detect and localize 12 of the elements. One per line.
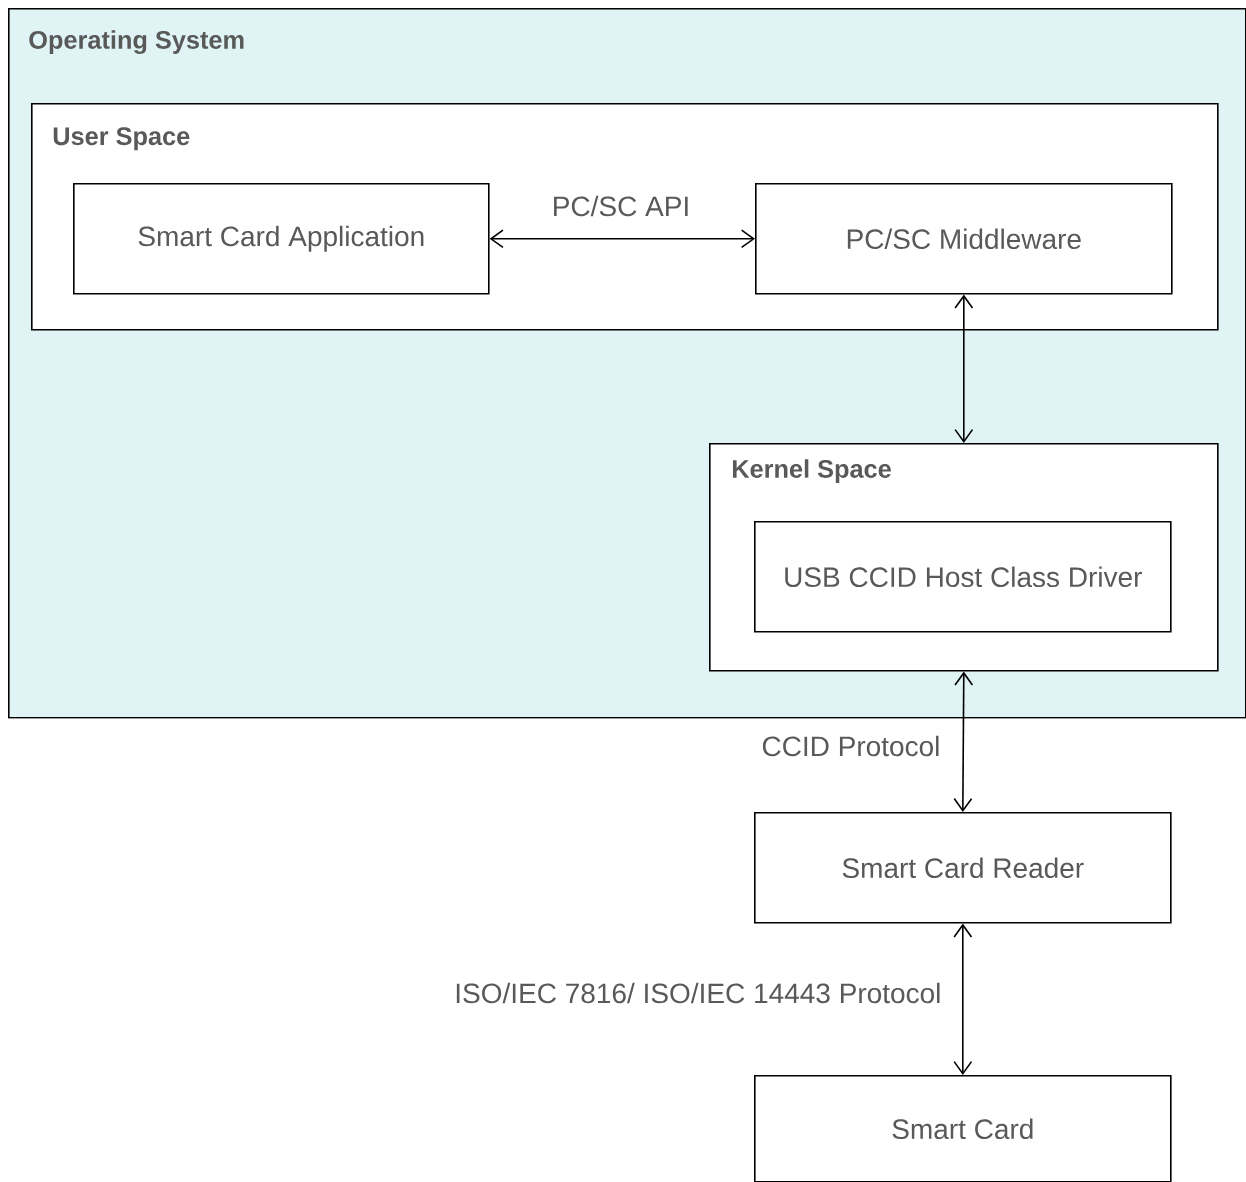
process-box: Smart Card — [754, 1075, 1172, 1182]
arrow — [489, 229, 755, 249]
edge-label: PC/SC API — [550, 194, 692, 218]
process-box: PC/SC Middleware — [755, 183, 1173, 295]
process-box: USB CCID Host Class Driver — [754, 521, 1172, 633]
arrow — [953, 923, 973, 1075]
edge-label: ISO/IEC 7816/ ISO/IEC 14443 Protocol — [452, 981, 943, 1005]
process-box: Smart Card Application — [73, 183, 490, 295]
arrow — [954, 294, 974, 443]
process-box: Smart Card Reader — [754, 812, 1172, 924]
edge-label: CCID Protocol — [760, 734, 942, 758]
arrow — [953, 671, 974, 812]
